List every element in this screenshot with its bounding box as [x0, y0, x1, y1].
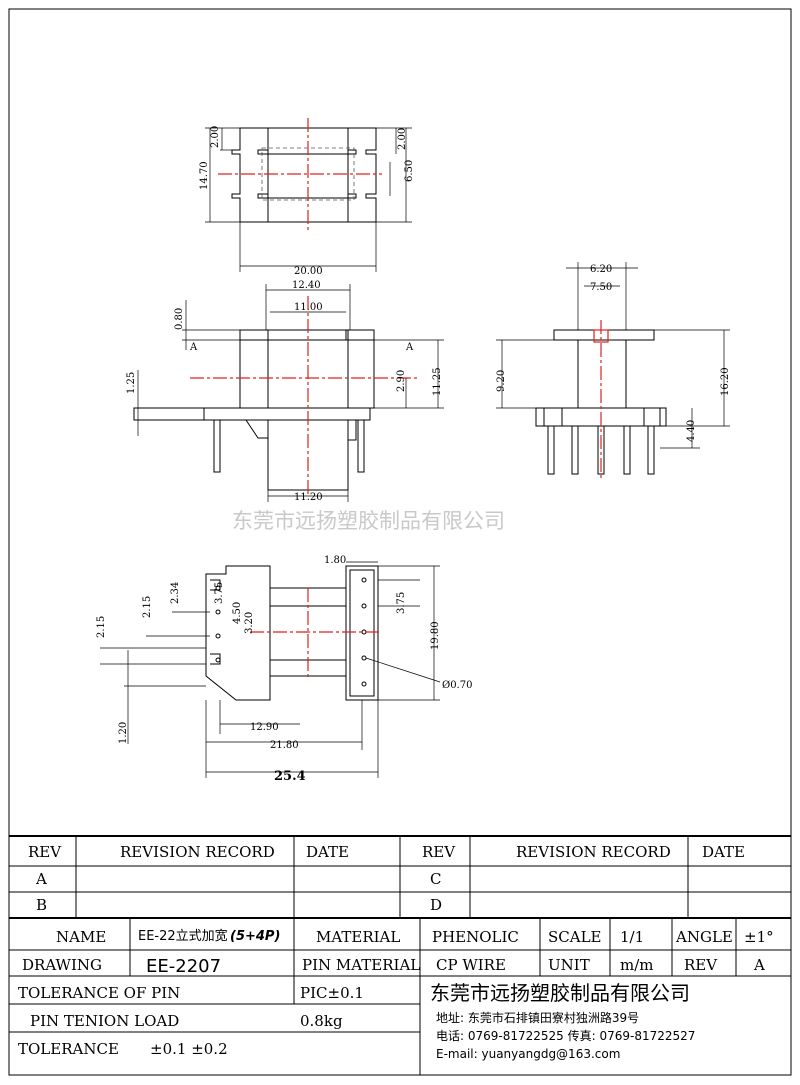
- dim-front-w1: 12.40: [292, 280, 321, 291]
- company-watermark: 东莞市远扬塑胶制品有限公司: [232, 509, 505, 533]
- dim-top-r2: 6.50: [404, 160, 415, 182]
- rev-header-right: REV: [422, 843, 456, 861]
- dim-bot-a: 1.80: [324, 555, 346, 566]
- dim-top-w: 20.00: [294, 266, 323, 277]
- dim-bot-c: 2.15: [142, 596, 153, 618]
- dim-side-w2: 7.50: [590, 282, 612, 293]
- angle-label: ANGLE: [675, 928, 733, 946]
- dim-bot-b: 2.34: [170, 582, 181, 604]
- rev-header-left: REV: [28, 843, 62, 861]
- dim-front-bw: 11.20: [294, 492, 323, 503]
- pin-material-label: PIN MATERIAL: [302, 956, 420, 974]
- dim-bot-g: 3.20: [244, 612, 255, 634]
- rev-label: REV: [684, 956, 718, 974]
- dim-side-h3: 4.40: [686, 420, 697, 442]
- tolerance-label: TOLERANCE: [18, 1040, 119, 1058]
- material-value: PHENOLIC: [432, 928, 519, 946]
- dim-bot-h: 3.75: [396, 592, 407, 614]
- pin-load-label: PIN TENION LOAD: [30, 1012, 179, 1030]
- dim-top-r1: 2.00: [397, 128, 408, 150]
- rev-value: A: [753, 956, 765, 974]
- drawing-label: DRAWING: [22, 956, 102, 974]
- dim-bot-d: 2.15: [96, 616, 107, 638]
- revision-record-left: REVISION RECORD: [120, 843, 275, 861]
- scale-value: 1/1: [620, 928, 644, 946]
- dim-bot-m: 21.80: [270, 740, 299, 751]
- dim-bot-n: 25.4: [274, 769, 306, 784]
- section-a-right: A: [405, 342, 414, 353]
- unit-label: UNIT: [548, 956, 590, 974]
- name-value-bold: (5+4P): [230, 929, 280, 944]
- material-label: MATERIAL: [316, 928, 400, 946]
- rev-b: B: [36, 896, 47, 914]
- title-block: REV REVISION RECORD DATE REV REVISION RE…: [9, 835, 791, 1075]
- dim-front-h2: 1.25: [126, 372, 137, 394]
- dim-top-h2: 14.70: [199, 161, 210, 190]
- company-name: 东莞市远扬塑胶制品有限公司: [430, 981, 690, 1005]
- tolerance-value: ±0.1 ±0.2: [150, 1040, 228, 1058]
- company-address: 地址: 东莞市石排镇田寮村独洲路39号: [436, 1010, 639, 1025]
- front-view: 12.40 11.00 A A 0.80 1.25 2.90 11.25: [126, 280, 444, 503]
- dim-front-h3: 2.90: [396, 370, 407, 392]
- dim-bot-e: 3.75: [214, 582, 225, 604]
- dim-bot-f: 4.50: [232, 602, 243, 624]
- dim-side-h2: 16.20: [720, 367, 731, 396]
- bottom-view: 1.80 3.75 19.80 Ø0.70 2.34 2.15 2.15 3.7…: [96, 555, 472, 784]
- tol-pin-value: PIC±0.1: [300, 984, 364, 1002]
- dim-front-h4: 11.25: [432, 367, 443, 396]
- company-phone: 电话: 0769-81722525 传真: 0769-81722527: [436, 1028, 695, 1043]
- dim-side-h1: 9.20: [496, 370, 507, 392]
- date-header-left: DATE: [306, 843, 349, 861]
- dim-bot-j: Ø0.70: [442, 680, 472, 691]
- dim-top-h1: 2.00: [210, 126, 221, 148]
- rev-c: C: [430, 870, 441, 888]
- dim-bot-k: 1.20: [118, 722, 129, 744]
- tol-pin-label: TOLERANCE OF PIN: [18, 984, 180, 1002]
- revision-record-right: REVISION RECORD: [516, 843, 671, 861]
- unit-value: m/m: [620, 956, 654, 974]
- section-a-left: A: [189, 342, 198, 353]
- scale-label: SCALE: [548, 928, 602, 946]
- dim-bot-l: 12.90: [250, 722, 279, 733]
- company-email: E-mail: yuanyangdg@163.com: [436, 1047, 620, 1061]
- dim-side-w1: 6.20: [590, 264, 612, 275]
- dim-front-h1: 0.80: [174, 308, 185, 330]
- pin-material-value: CP WIRE: [436, 956, 506, 974]
- drawing-value: EE-2207: [146, 956, 221, 977]
- name-label: NAME: [56, 928, 106, 946]
- top-view: 2.00 14.70 2.00 6.50 20.00: [199, 118, 415, 277]
- dim-bot-i: 19.80: [430, 621, 441, 650]
- rev-a: A: [35, 870, 47, 888]
- rev-d: D: [430, 896, 442, 914]
- name-value: EE-22立式加宽: [138, 928, 228, 944]
- pin-load-value: 0.8kg: [300, 1012, 343, 1030]
- date-header-right: DATE: [702, 843, 745, 861]
- drawing-border: [8, 8, 792, 1076]
- angle-value: ±1°: [744, 928, 774, 946]
- side-view: 6.20 7.50 9.20 16.20 4.40: [496, 262, 731, 480]
